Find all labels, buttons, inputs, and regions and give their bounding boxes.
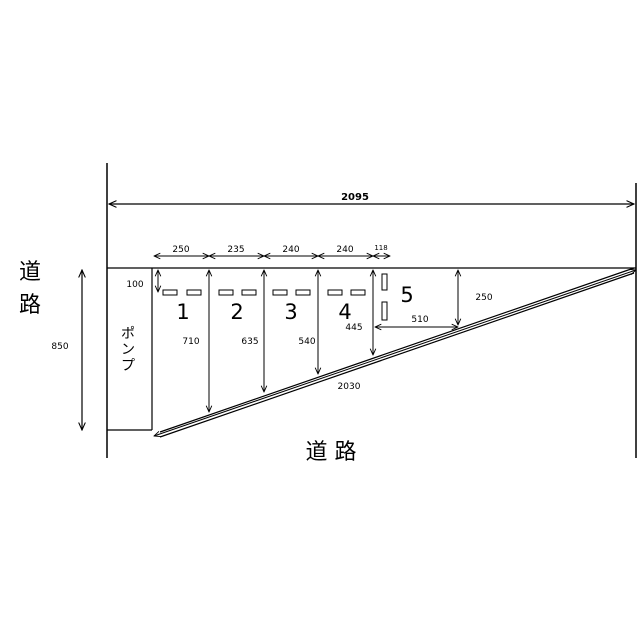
slot5-depth-label: 250 xyxy=(475,293,492,303)
top-offset-label: 100 xyxy=(126,280,143,290)
width-label-1: 250 xyxy=(172,245,189,255)
overall-width-label: 2095 xyxy=(341,192,369,203)
slot-marker xyxy=(186,289,202,296)
depth-label-1: 710 xyxy=(182,337,199,347)
depth-label-4: 445 xyxy=(345,323,362,333)
slot-marker xyxy=(295,289,311,296)
width-label-5: 118 xyxy=(374,244,387,252)
width-label-4: 240 xyxy=(336,245,353,255)
width-label-3: 240 xyxy=(282,245,299,255)
slot-marker xyxy=(350,289,366,296)
diagonal-edge-lower xyxy=(159,272,635,438)
slot-number-3: 3 xyxy=(284,300,297,324)
slot-number-1: 1 xyxy=(176,300,189,324)
slot-number-4: 4 xyxy=(338,300,351,324)
diagonal-length-label: 2030 xyxy=(338,382,361,392)
slot5-offset-label: 510 xyxy=(411,315,428,325)
slot-marker-vertical xyxy=(381,301,388,321)
road-label-bottom: 道 路 xyxy=(306,440,357,465)
depth-label-3: 540 xyxy=(298,337,315,347)
pump-label: ポンプ xyxy=(121,326,135,374)
slot-marker xyxy=(218,289,234,296)
slot-marker xyxy=(272,289,288,296)
width-label-2: 235 xyxy=(227,245,244,255)
slot-number-2: 2 xyxy=(230,300,243,324)
slot-marker-vertical xyxy=(381,273,388,291)
slot-marker xyxy=(162,289,178,296)
depth-label-2: 635 xyxy=(241,337,258,347)
slot-marker xyxy=(241,289,257,296)
diagonal-arrow xyxy=(154,270,636,436)
slot-number-5: 5 xyxy=(400,283,413,307)
lot-height-label: 850 xyxy=(51,342,68,352)
road-label-left: 道路 xyxy=(19,260,41,318)
slot-marker xyxy=(327,289,343,296)
